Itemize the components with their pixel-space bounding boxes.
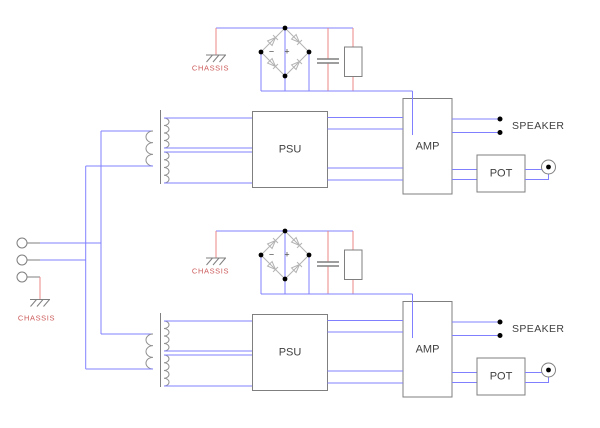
input-connector-earth xyxy=(16,271,28,283)
speaker-label-bottom: SPEAKER xyxy=(512,322,565,335)
amp-label-top: AMP xyxy=(415,140,440,153)
psu-label-bottom: PSU xyxy=(278,346,302,358)
chassis-ground-icon xyxy=(29,299,51,307)
chassis-label-top: CHASSIS xyxy=(191,63,230,73)
psu-label-top: PSU xyxy=(278,143,302,155)
channel-bottom xyxy=(86,229,556,397)
bridge-minus-label-top: − xyxy=(268,46,275,56)
pot-label-top: POT xyxy=(489,167,513,179)
input-connector-neutral xyxy=(16,254,28,266)
bridge-minus-label-bottom: − xyxy=(268,249,275,259)
speaker-label-top: SPEAKER xyxy=(512,119,565,132)
mains-input xyxy=(16,131,102,369)
chassis-label-bottom: CHASSIS xyxy=(191,266,230,276)
bridge-plus-label-top: + xyxy=(284,46,290,56)
amp-label-bottom: AMP xyxy=(415,343,440,356)
channel-top xyxy=(86,26,556,194)
chassis-label-input: CHASSIS xyxy=(17,312,56,322)
input-connector-live xyxy=(16,237,28,249)
bridge-plus-label-bottom: + xyxy=(284,249,290,259)
pot-label-bottom: POT xyxy=(489,370,513,382)
